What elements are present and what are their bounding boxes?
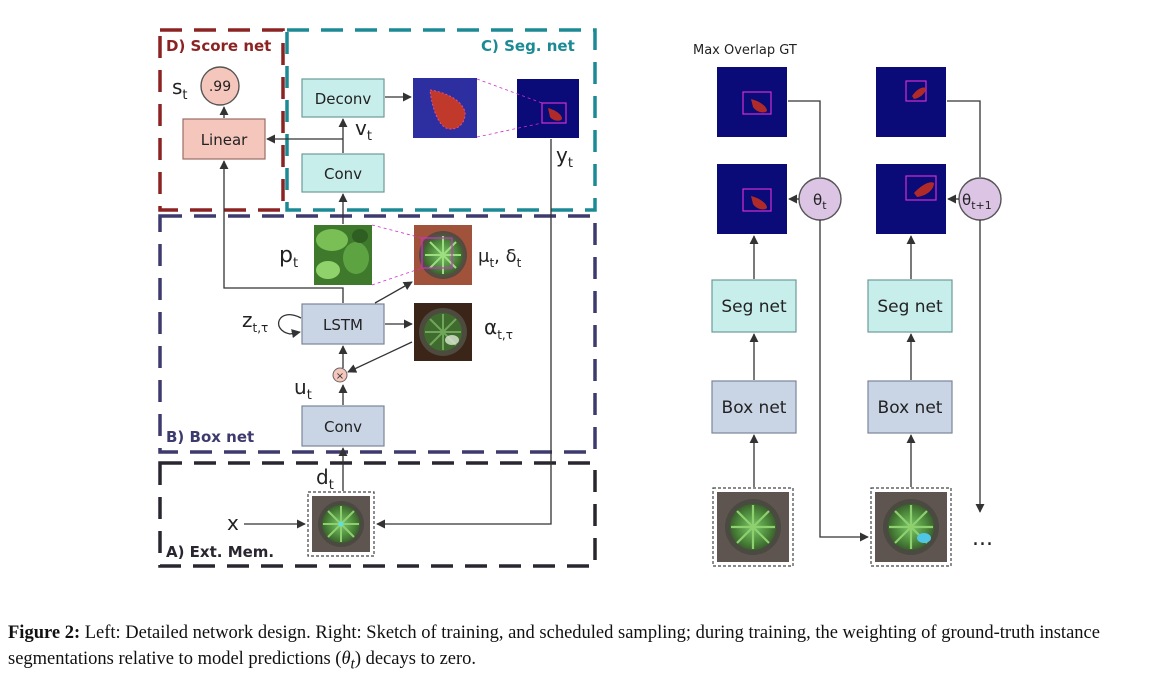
d-symbol: dt — [316, 465, 334, 493]
crop-projection-lines-top — [476, 78, 543, 138]
box-net-label-t1: Box net — [878, 398, 943, 418]
score-net-region — [158, 28, 285, 212]
gt-mask-t1 — [876, 67, 946, 137]
deconv-block — [301, 78, 385, 118]
box-net-block-t1 — [867, 380, 953, 434]
attention-map-image — [414, 303, 472, 361]
external-memory-image — [307, 491, 375, 557]
pred-mask-t — [717, 164, 787, 234]
seg-net-block-t — [711, 279, 797, 333]
input-image-t — [712, 487, 794, 567]
y-symbol: yt — [556, 143, 573, 171]
network-diagram-figure: D) Score net C) Seg. net B) Box net A) E… — [158, 28, 1002, 568]
seg-net-block-t1 — [867, 279, 953, 333]
caption-label: Figure 2: — [8, 623, 81, 643]
ellipsis: ... — [972, 526, 993, 551]
conv-top-block-label: Conv — [324, 165, 362, 183]
glimpse-image — [314, 225, 372, 285]
x-symbol: x — [227, 511, 239, 535]
box-net-label: B) Box net — [166, 428, 254, 446]
crop-projection-lines-mid — [371, 224, 423, 286]
alpha-symbol: αt,τ — [484, 315, 513, 342]
caption-math-theta: θ — [341, 649, 351, 669]
max-overlap-gt-label: Max Overlap GT — [693, 43, 797, 58]
seg-net-label-t: Seg net — [721, 297, 787, 317]
lstm-block — [301, 303, 385, 345]
linear-block-label: Linear — [201, 131, 248, 149]
box-net-label-t: Box net — [722, 398, 787, 418]
conv-bottom-block-label: Conv — [324, 418, 362, 436]
gt-mask-t — [717, 67, 787, 137]
conv-top-block — [301, 153, 385, 193]
box-net-region — [158, 214, 597, 454]
linear-block — [182, 118, 266, 160]
lstm-block-label: LSTM — [323, 316, 363, 334]
score-net-label: D) Score net — [166, 37, 271, 55]
deconv-block-label: Deconv — [315, 90, 372, 108]
v-symbol: vt — [355, 116, 372, 144]
box-net-block-t — [711, 380, 797, 434]
ext-mem-region — [158, 461, 597, 568]
theta-label-t: θt — [813, 191, 827, 212]
mu-delta-symbol: μt, δt — [478, 246, 522, 270]
score-symbol: st — [172, 75, 188, 103]
segmentation-output-image — [517, 79, 579, 138]
conv-bottom-block — [301, 405, 385, 447]
score-value: .99 — [209, 79, 231, 95]
left-arrows — [219, 92, 552, 529]
z-symbol: zt,τ — [242, 308, 268, 335]
caption-text-after: ) decays to zero. — [354, 649, 477, 669]
multiply-node — [332, 367, 348, 383]
seg-net-region — [285, 28, 597, 212]
right-arrows — [749, 100, 985, 542]
caption-text-before: Left: Detailed network design. Right: Sk… — [8, 623, 1100, 669]
pred-mask-t1 — [876, 164, 946, 234]
theta-label-t1: θt+1 — [962, 191, 992, 212]
seg-net-label-t1: Seg net — [877, 297, 943, 317]
seg-net-label: C) Seg. net — [481, 37, 575, 55]
p-symbol: pt — [279, 243, 298, 271]
caption-math-sub: t — [350, 655, 355, 673]
u-symbol: ut — [294, 375, 312, 403]
figure-caption: Figure 2: Left: Detailed network design.… — [8, 620, 1163, 678]
ext-mem-label: A) Ext. Mem. — [166, 543, 274, 561]
attention-box-image — [414, 225, 472, 285]
score-circle — [200, 66, 240, 106]
input-image-t1 — [870, 487, 952, 567]
deconv-output-image — [413, 78, 477, 138]
multiply-symbol: × — [336, 371, 344, 382]
